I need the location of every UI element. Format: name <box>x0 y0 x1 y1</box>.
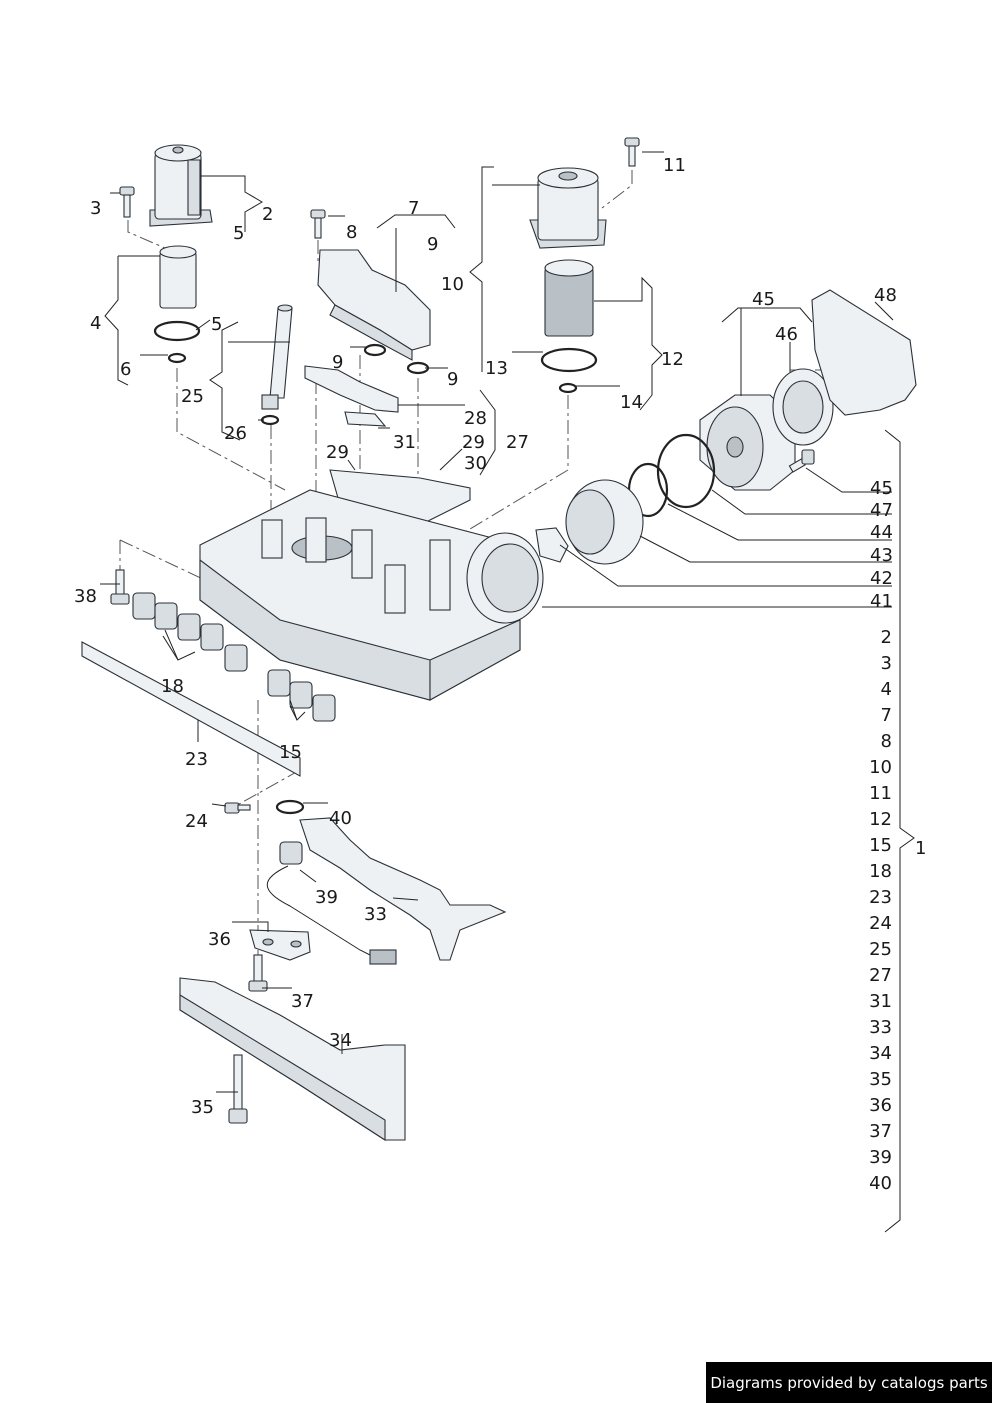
callout-28: 28 <box>464 408 487 429</box>
assembly-list-item: 11 <box>869 783 892 804</box>
part-45b-bolt <box>788 449 815 473</box>
callout-39: 39 <box>315 887 338 908</box>
assembly-list-item: 39 <box>869 1147 892 1168</box>
assembly-list-item: 27 <box>869 965 892 986</box>
part-2-filter-housing <box>149 144 213 227</box>
part-48-cover <box>811 289 917 416</box>
callout-12: 12 <box>661 349 684 370</box>
part-23-gasket-strip <box>81 641 301 777</box>
part-45-pump <box>699 394 796 491</box>
assembly-list-item: 2 <box>881 627 892 648</box>
part-35-bolt <box>228 1054 248 1124</box>
callout-24: 24 <box>185 811 208 832</box>
callout-46: 46 <box>775 324 798 345</box>
callout-23: 23 <box>185 749 208 770</box>
callout-37: 37 <box>291 991 314 1012</box>
callout-44: 44 <box>870 522 893 543</box>
part-39-sensor <box>266 799 397 965</box>
assembly-list-item: 23 <box>869 887 892 908</box>
part-24-bolt <box>224 802 251 814</box>
part-38-bolt <box>110 569 130 605</box>
part-36-bracket <box>249 929 311 961</box>
part-34-harness-cover <box>179 977 406 1142</box>
gaskets-28-31-29-30 <box>304 365 471 531</box>
callout-29: 29 <box>326 442 349 463</box>
callout-34: 34 <box>329 1030 352 1051</box>
assembly-list-item: 18 <box>869 861 892 882</box>
callout-11: 11 <box>663 155 686 176</box>
assembly-list-item: 31 <box>869 991 892 1012</box>
callout-13: 13 <box>485 358 508 379</box>
part-8-bolt <box>310 209 326 239</box>
callout-9: 9 <box>332 352 343 373</box>
callout-5: 5 <box>233 223 244 244</box>
part-25-pipe <box>260 304 293 426</box>
callout-38: 38 <box>74 586 97 607</box>
callout-5: 5 <box>211 314 222 335</box>
part-12-filter-element <box>540 259 598 394</box>
callout-3: 3 <box>90 198 101 219</box>
assembly-list-item: 34 <box>869 1043 892 1064</box>
assembly-list-item: 33 <box>869 1017 892 1038</box>
assembly-list-item: 3 <box>881 653 892 674</box>
callout-45: 45 <box>870 478 893 499</box>
part-18-injectors <box>132 592 336 722</box>
callout-43: 43 <box>870 545 893 566</box>
callout-42: 42 <box>870 568 893 589</box>
part-4-filter-insert <box>153 245 201 364</box>
callout-29: 29 <box>462 432 485 453</box>
part-46-plate <box>772 368 834 446</box>
callout-14: 14 <box>620 392 643 413</box>
part-7-cover <box>317 249 431 375</box>
callout-35: 35 <box>191 1097 214 1118</box>
part-10-filter-housing <box>529 167 607 249</box>
leader-lines <box>100 151 915 1233</box>
callout-31: 31 <box>393 432 416 453</box>
assembly-list-item: 12 <box>869 809 892 830</box>
callout-47: 47 <box>870 500 893 521</box>
assembly-list-item: 8 <box>881 731 892 752</box>
part-37-bolt <box>248 954 268 992</box>
callout-6: 6 <box>120 359 131 380</box>
callout-27: 27 <box>506 432 529 453</box>
callout-9: 9 <box>447 369 458 390</box>
callout-18: 18 <box>161 676 184 697</box>
assembly-list-item: 7 <box>881 705 892 726</box>
assembly-list-item: 24 <box>869 913 892 934</box>
assembly-list-item: 40 <box>869 1173 892 1194</box>
callout-36: 36 <box>208 929 231 950</box>
callout-9: 9 <box>427 234 438 255</box>
assembly-list-item: 35 <box>869 1069 892 1090</box>
callout-41: 41 <box>870 591 893 612</box>
callout-25: 25 <box>181 386 204 407</box>
callout-1: 1 <box>915 838 926 859</box>
assembly-list-item: 25 <box>869 939 892 960</box>
footer-credit: Diagrams provided by catalogs parts <box>706 1362 992 1403</box>
callout-10: 10 <box>441 274 464 295</box>
callout-48: 48 <box>874 285 897 306</box>
callout-30: 30 <box>464 453 487 474</box>
part-33-bracket <box>299 817 507 961</box>
callout-2: 2 <box>262 204 273 225</box>
callout-40: 40 <box>329 808 352 829</box>
callout-33: 33 <box>364 904 387 925</box>
assembly-list-item: 15 <box>869 835 892 856</box>
assembly-list-item: 37 <box>869 1121 892 1142</box>
callout-8: 8 <box>346 222 357 243</box>
assembly-list: 2 3 4 7 8 10 11 12 15 18 23 24 25 27 31 … <box>869 627 892 1194</box>
callout-15: 15 <box>279 742 302 763</box>
part-11-bolt <box>624 137 640 167</box>
callout-45: 45 <box>752 289 775 310</box>
assembly-list-item: 10 <box>869 757 892 778</box>
part-3-bolt <box>119 186 135 218</box>
main-housing <box>199 489 544 701</box>
callout-7: 7 <box>408 198 419 219</box>
callout-26: 26 <box>224 423 247 444</box>
callout-labels: 2 3 5 4 5 6 8 7 9 9 9 10 11 12 13 14 25 … <box>74 155 926 1118</box>
part-41-rotor <box>535 479 644 565</box>
assembly-list-item: 4 <box>881 679 892 700</box>
assembly-list-item: 36 <box>869 1095 892 1116</box>
callout-4: 4 <box>90 313 101 334</box>
